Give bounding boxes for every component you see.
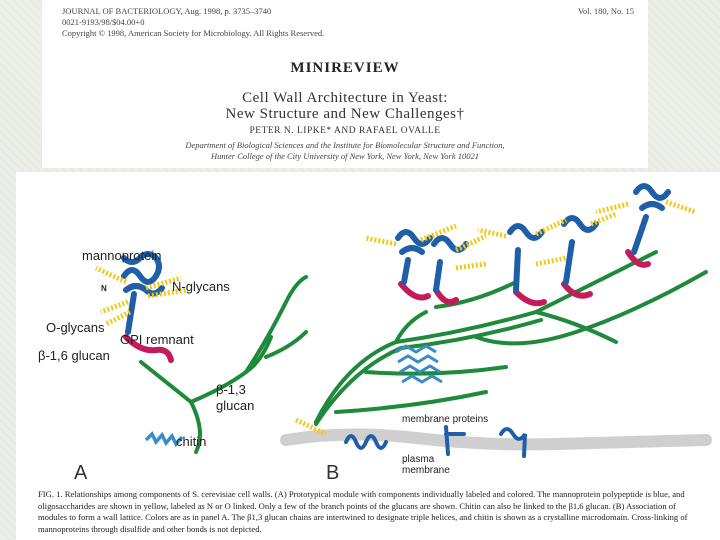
label-plasma: plasma <box>402 454 434 465</box>
label-beta16-glucan: β-1,6 glucan <box>38 348 110 363</box>
mannoproteins-b <box>398 186 668 290</box>
figure-caption: FIG. 1. Relationships among components o… <box>38 489 706 535</box>
journal-line: JOURNAL OF BACTERIOLOGY, Aug. 1998, p. 3… <box>62 6 271 16</box>
label-n-marker: N <box>101 284 107 293</box>
cell-wall-diagram <box>16 172 720 540</box>
label-gpi-remnant: GPI remnant <box>120 332 194 347</box>
label-glucan: glucan <box>216 398 254 413</box>
label-n-glycans: N-glycans <box>172 279 230 294</box>
affiliation-line2: Hunter College of the City University of… <box>42 151 648 161</box>
panel-label-b: B <box>326 462 339 485</box>
panel-label-a: A <box>74 462 87 485</box>
label-membrane-proteins: membrane proteins <box>402 414 488 425</box>
affiliation-line1: Department of Biological Sciences and th… <box>42 140 648 150</box>
label-chitin: chitin <box>176 434 206 449</box>
figure-panel: mannoprotein N-glycans N O-glycans GPI r… <box>16 172 720 540</box>
article-title-line2: New Structure and New Challenges† <box>42 106 648 123</box>
copyright-line: Copyright © 1998, American Society for M… <box>62 28 324 38</box>
authors: PETER N. LIPKE* AND RAFAEL OVALLE <box>42 126 648 136</box>
section-label: MINIREVIEW <box>42 60 648 77</box>
issn-line: 0021-9193/98/$04.00+0 <box>62 17 144 27</box>
label-beta13: β-1,3 <box>216 382 246 397</box>
chitin-b <box>396 346 442 382</box>
label-o-glycans: O-glycans <box>46 320 105 335</box>
label-membrane: membrane <box>402 465 450 476</box>
article-title-line1: Cell Wall Architecture in Yeast: <box>42 90 648 107</box>
article-header: JOURNAL OF BACTERIOLOGY, Aug. 1998, p. 3… <box>42 0 648 168</box>
label-mannoprotein: mannoprotein <box>82 248 162 263</box>
glucan-a <box>141 277 306 452</box>
volume-line: Vol. 180, No. 15 <box>578 6 634 16</box>
glucan-b <box>316 252 706 424</box>
